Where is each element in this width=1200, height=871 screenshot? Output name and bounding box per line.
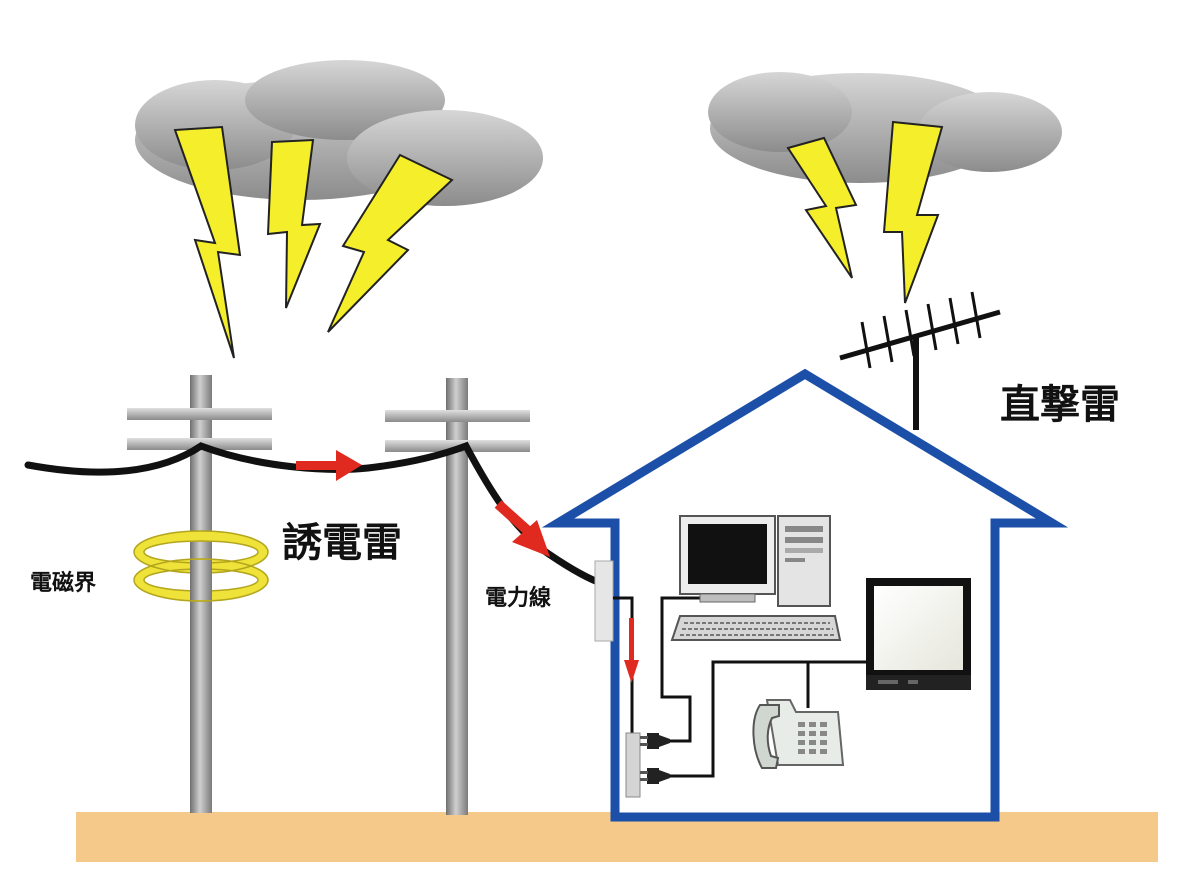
- label-electromagnetic-field: 電磁界: [30, 571, 97, 596]
- lightning-bolt-icon: [882, 120, 944, 304]
- label-induced-lightning: 誘電雷: [282, 520, 402, 566]
- telephone-icon: [752, 699, 845, 769]
- antenna-icon: [839, 291, 1001, 430]
- keyboard: [670, 615, 842, 641]
- outlet-strip: [625, 732, 641, 798]
- television-icon: [866, 578, 971, 690]
- surge-arrow: [494, 500, 550, 557]
- surge-arrow: [624, 618, 639, 683]
- cloud-icon: [708, 72, 1062, 183]
- lightning-bolt-icon: [327, 153, 454, 333]
- lightning-bolt-icon: [266, 138, 322, 309]
- lightning-bolt-icon: [786, 136, 858, 279]
- utility-pole-icon: [385, 378, 530, 815]
- lightning-bolt-icon: [173, 125, 242, 359]
- surge-arrow: [296, 450, 362, 481]
- power-plug-icon: [640, 768, 670, 784]
- distribution-box: [594, 560, 614, 642]
- label-power-line: 電力線: [485, 586, 552, 611]
- computer-icon: [670, 515, 842, 641]
- label-direct-lightning: 直撃雷: [1000, 382, 1120, 428]
- power-plug-icon: [640, 733, 670, 749]
